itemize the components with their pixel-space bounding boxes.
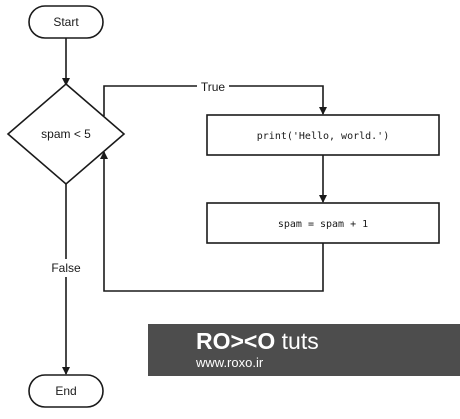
watermark-brand-light: tuts: [275, 328, 319, 354]
watermark-brand-bold: RO><O: [196, 328, 276, 354]
false-label: False: [51, 261, 81, 275]
increment-label: spam = spam + 1: [278, 219, 368, 230]
true-label-bg: [197, 78, 229, 94]
watermark-url: www.roxo.ir: [196, 355, 264, 370]
increment-process: [206, 202, 440, 244]
print-process: [206, 114, 440, 156]
true-label: True: [201, 80, 226, 94]
end-label: End: [55, 384, 76, 398]
print-label: print('Hello, world.'): [257, 131, 389, 142]
edge-loop-back: [100, 151, 324, 292]
start-label: Start: [53, 15, 79, 29]
watermark-banner: RO><O tuts www.roxo.ir: [148, 324, 460, 376]
condition-label: spam < 5: [41, 127, 91, 141]
end-terminator: [28, 374, 104, 408]
watermark-logo: RO><O tuts: [196, 328, 319, 355]
false-label-bg: [48, 259, 84, 277]
